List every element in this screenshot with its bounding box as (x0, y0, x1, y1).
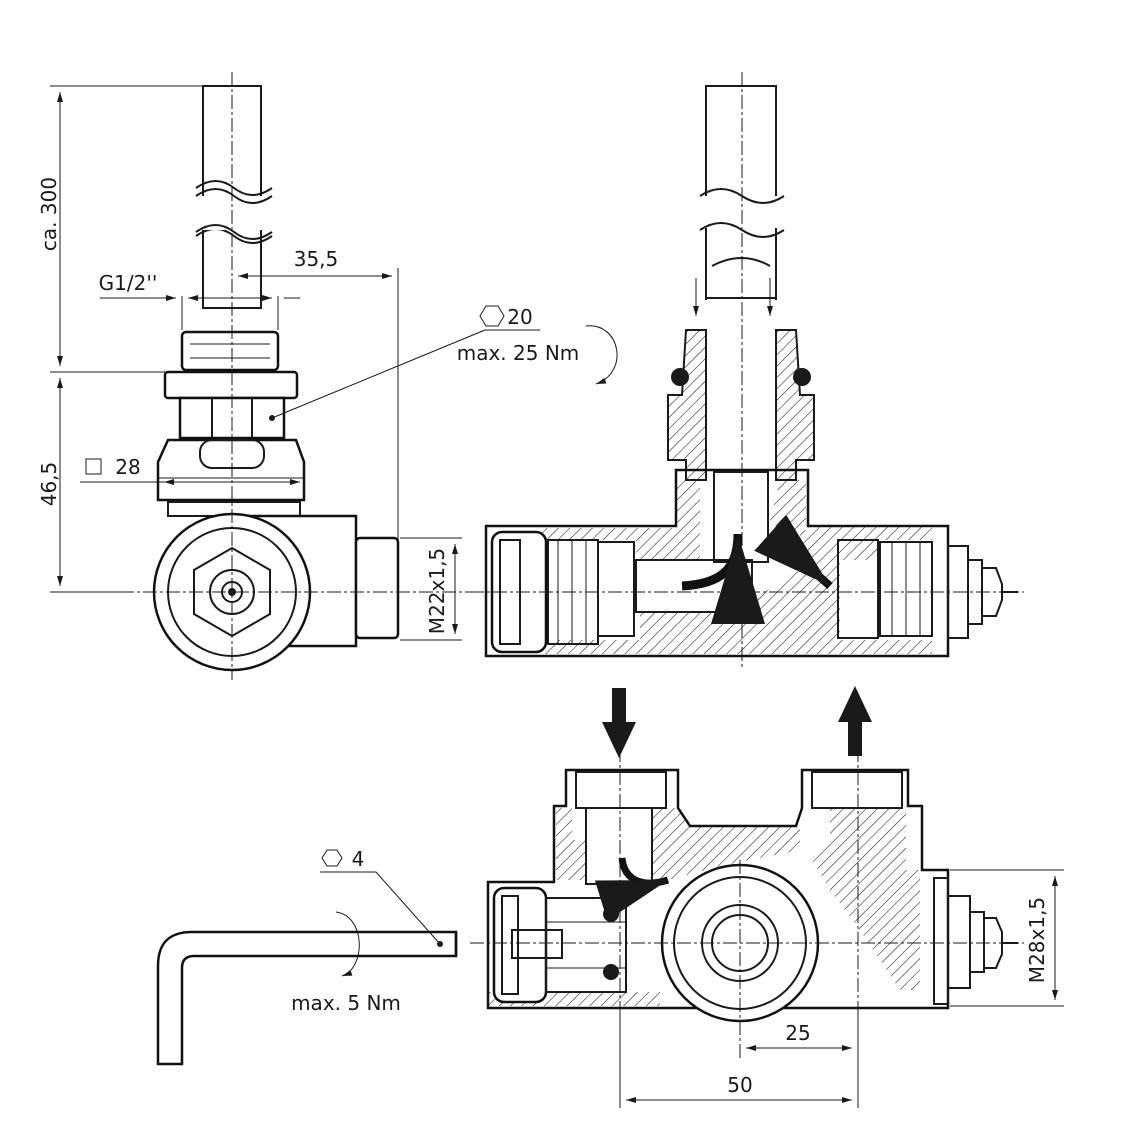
bottom-view (470, 686, 1064, 1108)
hex-4-size: 4 (352, 847, 365, 871)
inlet-port (575, 771, 667, 809)
hex-20-size: 20 (507, 305, 532, 329)
flow-out-arrow (838, 686, 872, 722)
break-line (195, 228, 273, 244)
collar (163, 370, 299, 400)
flow-in-arrow (602, 722, 636, 758)
thread-nut (180, 330, 280, 372)
flow-arrow-out (754, 514, 833, 589)
side-view (120, 72, 540, 680)
valve-body-bottom (486, 768, 950, 1010)
square-body (156, 438, 306, 502)
hex-key (156, 849, 458, 1066)
dim-offset: 35,5 (294, 247, 339, 271)
flow-arrow-up (681, 533, 765, 625)
section-view (470, 72, 1024, 670)
section-pipe (705, 85, 777, 299)
break-line (195, 180, 273, 196)
hex-symbol-20 (479, 305, 505, 327)
fitting-left (667, 329, 707, 481)
dim-spacing-small: 25 (785, 1021, 810, 1045)
dim-thread-side: M22x1,5 (425, 548, 449, 634)
allen-key (156, 930, 458, 1066)
square-symbol (85, 458, 102, 475)
break-line (195, 224, 273, 240)
bottom-flow-arrow (594, 857, 670, 921)
dim-thread-right: M28x1,5 (1025, 897, 1049, 983)
key-torque-arrow (335, 911, 360, 977)
break-line (195, 188, 273, 204)
labels: ca. 300 35,5 G1/2'' 46,5 28 M22x1,5 M28x… (37, 177, 1049, 1097)
torque-arrow (585, 325, 618, 385)
dim-thread-top: G1/2'' (99, 271, 158, 295)
hex-20-torque: max. 25 Nm (457, 341, 580, 365)
dim-spacing-large: 50 (727, 1073, 752, 1097)
hex-symbol-4 (321, 849, 343, 867)
outlet-port (811, 771, 903, 809)
dim-height: 46,5 (37, 462, 61, 507)
hex-4-torque: max. 5 Nm (291, 991, 401, 1015)
side-view-dimensions (50, 85, 618, 641)
side-thread-stub (354, 536, 400, 640)
dim-square: 28 (115, 455, 140, 479)
fitting-right (775, 329, 815, 481)
dim-length-ca: ca. 300 (37, 177, 61, 251)
